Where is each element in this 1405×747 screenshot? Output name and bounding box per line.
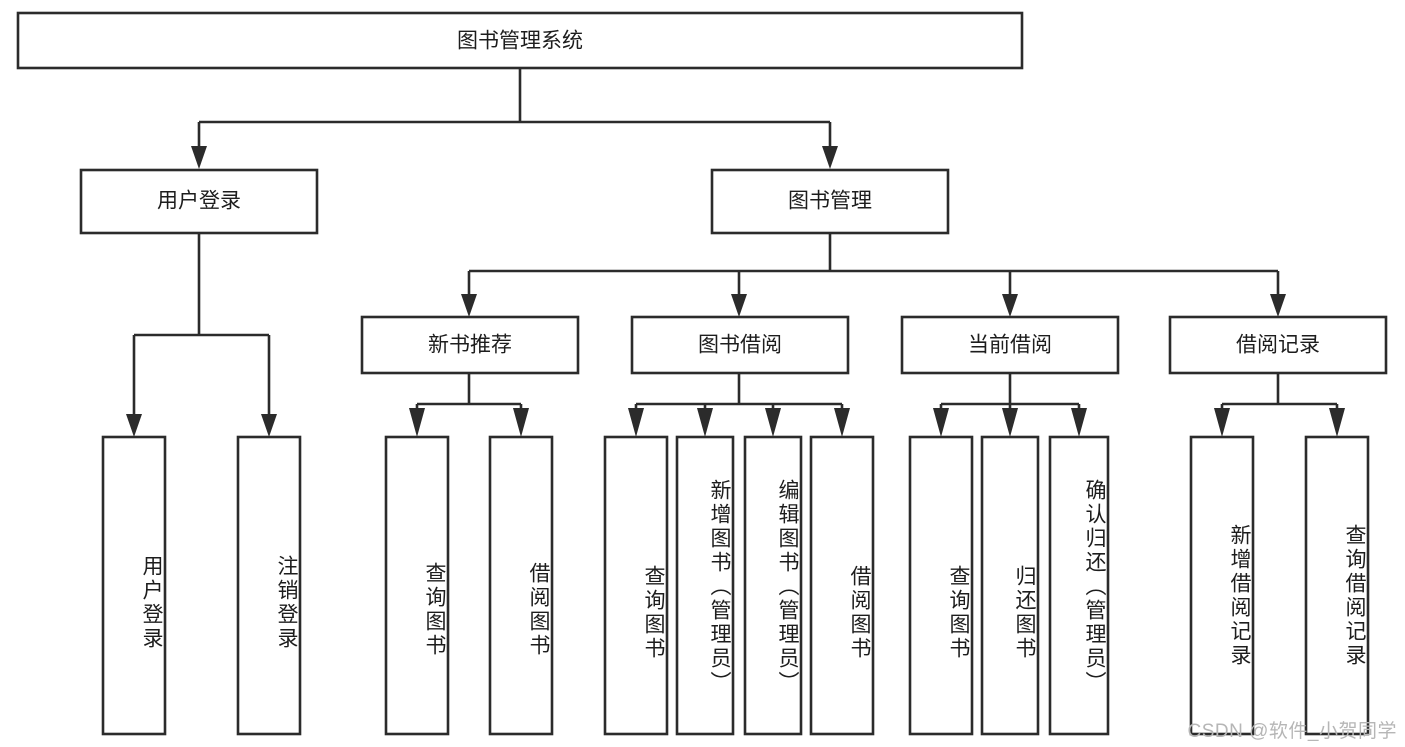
arrow-to-leaf-add-book bbox=[697, 408, 713, 437]
watermark-text: CSDN @软件_小贺同学 bbox=[1187, 721, 1397, 742]
node-book-borrow-box[interactable] bbox=[630, 315, 850, 375]
connector-group-current-borrow bbox=[933, 373, 1087, 437]
arrow-to-leaf-add-record bbox=[1214, 408, 1230, 437]
node-leaf-borrow-book-2-box[interactable] bbox=[809, 435, 875, 736]
arrow-to-leaf-query-record bbox=[1329, 408, 1345, 437]
connector-group-user-login bbox=[126, 233, 277, 437]
node-leaf-return-book-box[interactable] bbox=[980, 435, 1040, 736]
arrow-to-book-manage bbox=[822, 146, 838, 169]
arrow-to-leaf-logout bbox=[261, 414, 277, 437]
arrow-to-leaf-user-login bbox=[126, 414, 142, 437]
node-leaf-query-book-2-box[interactable] bbox=[603, 435, 669, 736]
node-leaf-confirm-return-box[interactable] bbox=[1048, 435, 1110, 736]
arrow-to-leaf-return-book bbox=[1002, 408, 1018, 437]
connector-group-book-manage bbox=[461, 233, 1286, 317]
connector-group-root bbox=[191, 68, 838, 169]
node-current-borrow-label: 当前借阅 bbox=[968, 334, 1052, 357]
node-book-manage-box[interactable] bbox=[710, 168, 950, 235]
node-leaf-query-book-3-box[interactable] bbox=[908, 435, 974, 736]
node-leaf-borrow-book-1-box[interactable] bbox=[488, 435, 554, 736]
node-current-borrow[interactable]: 当前借阅 bbox=[900, 315, 1120, 375]
node-leaf-query-book-1-box[interactable] bbox=[384, 435, 450, 736]
node-leaf-add-book-box[interactable] bbox=[675, 435, 735, 736]
node-leaf-query-record-box[interactable] bbox=[1304, 435, 1370, 736]
arrow-to-leaf-edit-book bbox=[765, 408, 781, 437]
connector-group-book-borrow bbox=[628, 373, 850, 437]
node-borrow-record-box[interactable] bbox=[1168, 315, 1388, 375]
arrow-to-user-login bbox=[191, 146, 207, 169]
arrow-to-new-book-recommend bbox=[461, 294, 477, 317]
node-current-borrow-box[interactable] bbox=[900, 315, 1120, 375]
node-root[interactable]: 图书管理系统 bbox=[16, 11, 1024, 70]
node-leaf-logout-box[interactable] bbox=[236, 435, 302, 736]
node-new-book-recommend-box[interactable] bbox=[360, 315, 580, 375]
arrow-to-leaf-borrow-book-1 bbox=[513, 408, 529, 437]
node-book-borrow[interactable]: 图书借阅 bbox=[630, 315, 850, 375]
node-borrow-record-label: 借阅记录 bbox=[1236, 334, 1320, 357]
node-user-login[interactable]: 用户登录 bbox=[79, 168, 319, 235]
connector-group-borrow-record bbox=[1214, 373, 1345, 437]
arrow-to-leaf-query-book-3 bbox=[933, 408, 949, 437]
arrow-to-book-borrow bbox=[731, 294, 747, 317]
node-new-book-recommend-label: 新书推荐 bbox=[428, 334, 512, 357]
arrow-to-borrow-record bbox=[1270, 294, 1286, 317]
node-root-label: 图书管理系统 bbox=[457, 30, 583, 53]
node-borrow-record[interactable]: 借阅记录 bbox=[1168, 315, 1388, 375]
arrow-to-leaf-query-book-1 bbox=[409, 408, 425, 437]
arrow-to-current-borrow bbox=[1002, 294, 1018, 317]
node-new-book-recommend[interactable]: 新书推荐 bbox=[360, 315, 580, 375]
node-root-box[interactable] bbox=[16, 11, 1024, 70]
connector-group-new-book-recommend bbox=[409, 373, 529, 437]
node-book-borrow-label: 图书借阅 bbox=[698, 334, 782, 357]
node-book-manage[interactable]: 图书管理 bbox=[710, 168, 950, 235]
node-leaf-add-record-box[interactable] bbox=[1189, 435, 1255, 736]
node-book-manage-label: 图书管理 bbox=[788, 190, 872, 213]
node-leaf-edit-book-box[interactable] bbox=[743, 435, 803, 736]
node-user-login-label: 用户登录 bbox=[157, 190, 241, 213]
arrow-to-leaf-borrow-book-2 bbox=[834, 408, 850, 437]
node-user-login-box[interactable] bbox=[79, 168, 319, 235]
arrow-to-leaf-query-book-2 bbox=[628, 408, 644, 437]
node-leaf-user-login-box[interactable] bbox=[101, 435, 167, 736]
arrow-to-leaf-confirm-return bbox=[1071, 408, 1087, 437]
